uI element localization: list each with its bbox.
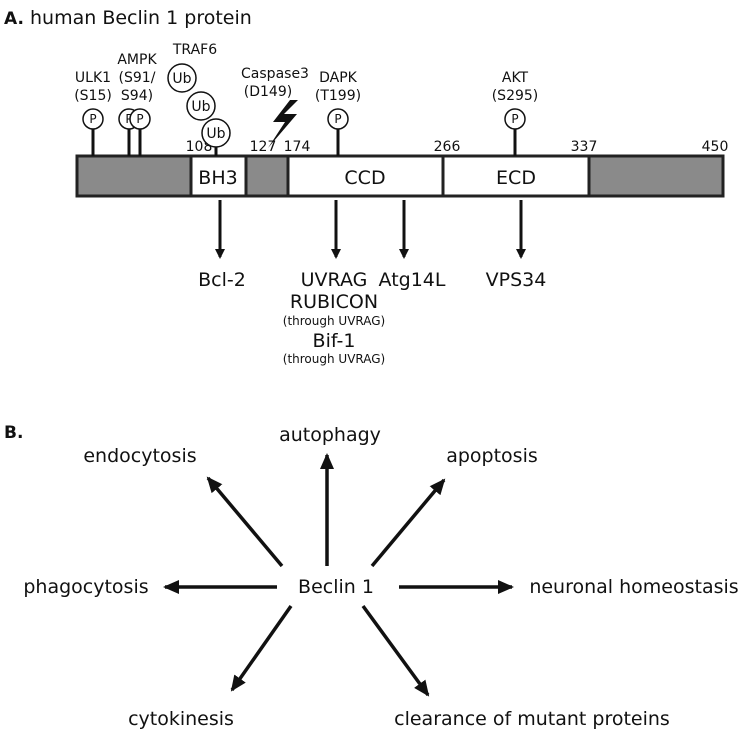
vps34-label: VPS34 <box>486 269 547 291</box>
atg14l-label: Atg14L <box>379 269 446 291</box>
dapk-phospho-symbol: P <box>334 112 341 126</box>
clearance-label: clearance of mutant proteins <box>394 708 670 730</box>
ubiquitin-icon-3 <box>201 118 231 148</box>
position-450: 450 <box>702 139 729 155</box>
clearance-arrow <box>361 604 430 697</box>
panel-a-label: A. <box>4 9 24 29</box>
endocytosis-label: endocytosis <box>83 445 196 467</box>
cytokinesis-arrow <box>230 604 293 692</box>
ubiquitin-icon-2 <box>186 91 216 121</box>
bif1-note: (through UVRAG) <box>283 352 385 366</box>
akt-phospho-symbol: P <box>511 112 518 126</box>
domain-bh3 <box>189 154 248 198</box>
phagocytosis-label: phagocytosis <box>23 576 148 598</box>
apoptosis-label: apoptosis <box>446 445 538 467</box>
protein-bar: BH3 CCD ECD <box>75 154 725 198</box>
position-337: 337 <box>571 139 598 155</box>
traf6-name: TRAF6 <box>172 42 217 58</box>
panel-b-label: B. <box>4 423 23 443</box>
akt-name: AKT <box>502 70 529 86</box>
dapk-name: DAPK <box>319 70 358 86</box>
ampk-name: AMPK <box>117 52 157 68</box>
apoptosis-arrow <box>370 478 446 568</box>
dapk-phospho-icon <box>327 108 349 130</box>
position-127: 127 <box>250 139 277 155</box>
ulk1-site: (S15) <box>74 88 112 104</box>
cytokinesis-label: cytokinesis <box>128 708 234 730</box>
dapk-site: (T199) <box>315 88 361 104</box>
domain-ecd <box>441 154 591 198</box>
bif1-label: Bif-1 <box>313 330 356 352</box>
ulk1-phospho-icon <box>82 108 104 130</box>
ubiquitin-symbol-2: Ub <box>191 99 210 115</box>
position-266: 266 <box>434 139 461 155</box>
rubicon-label: RUBICON <box>290 291 378 313</box>
ulk1-phospho-symbol: P <box>89 112 96 126</box>
ulk1-name: ULK1 <box>75 70 111 86</box>
caspase3-name: Caspase3 <box>241 66 309 82</box>
uvrag-label: UVRAG <box>301 269 368 291</box>
ampk-phospho-symbol-2: P <box>136 112 143 126</box>
domain-ccd <box>286 154 445 198</box>
position-174: 174 <box>284 139 311 155</box>
ccd-label: CCD <box>344 167 385 189</box>
ubiquitin-symbol-3: Ub <box>206 126 225 142</box>
endocytosis-arrow <box>206 476 284 568</box>
beclin1-center-label: Beclin 1 <box>298 576 374 598</box>
panel-a-title: human Beclin 1 protein <box>30 7 252 29</box>
rubicon-note: (through UVRAG) <box>283 314 385 328</box>
ampk-phospho-symbol-1: P <box>125 112 132 126</box>
ampk-phospho-icon-2 <box>129 108 151 130</box>
ubiquitin-icon-1 <box>167 63 197 93</box>
akt-phospho-icon <box>504 108 526 130</box>
ecd-label: ECD <box>496 167 536 189</box>
ampk-site-line2: S94) <box>121 88 153 104</box>
neuronal-homeostasis-label: neuronal homeostasis <box>529 576 738 598</box>
ubiquitin-symbol-1: Ub <box>172 71 191 87</box>
bcl2-label: Bcl-2 <box>198 269 246 291</box>
ampk-site-line1: (S91/ <box>119 70 156 86</box>
lightning-bolt-icon <box>268 100 298 148</box>
caspase3-site: (D149) <box>244 84 292 100</box>
bh3-label: BH3 <box>198 167 237 189</box>
autophagy-label: autophagy <box>279 424 381 446</box>
akt-site: (S295) <box>492 88 539 104</box>
